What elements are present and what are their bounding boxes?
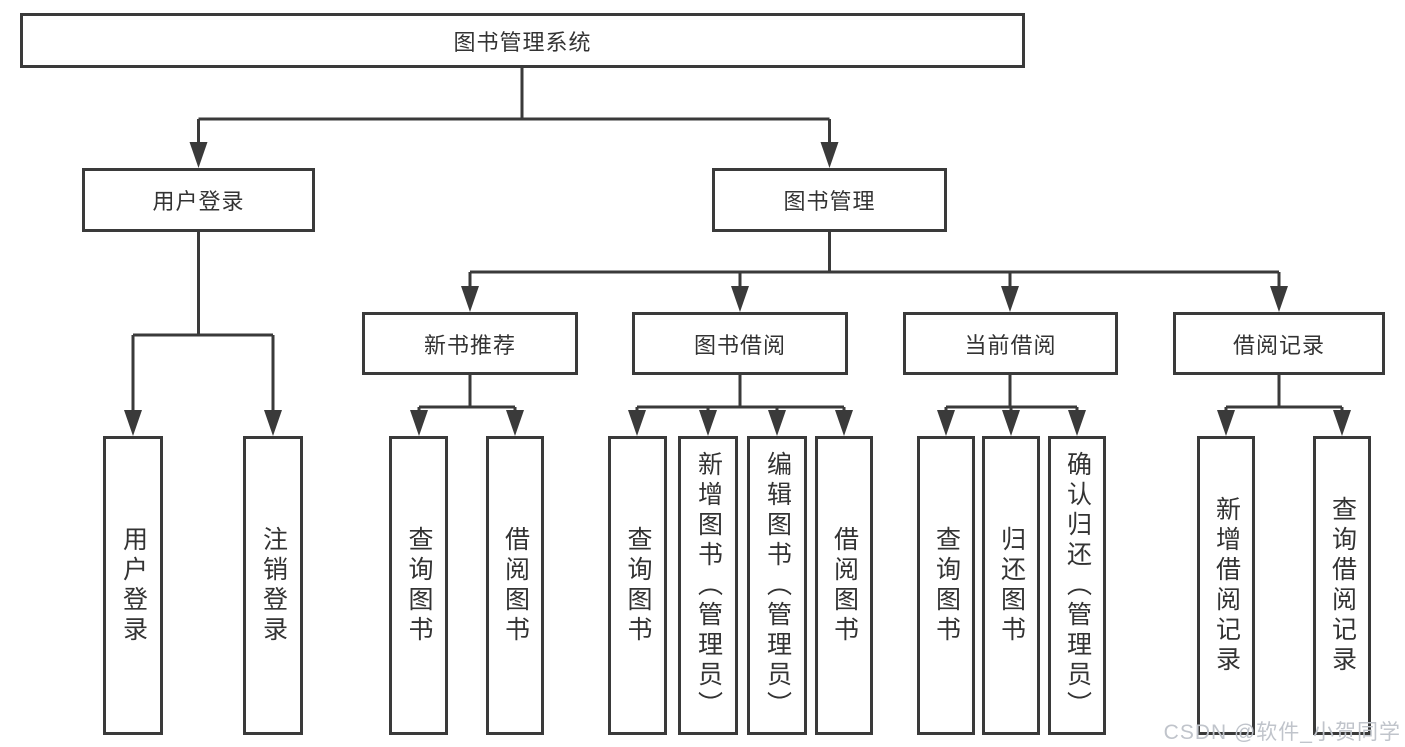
node-label: 查询图书 (624, 525, 652, 646)
arrow-head (189, 142, 208, 168)
edge-book-management-to-level3 (461, 232, 1288, 312)
arrow-head (410, 410, 428, 436)
arrow-head (264, 410, 282, 436)
node-leaf-borrowing-borrow-books: 借阅图书 (815, 436, 873, 735)
node-root-library-management-system: 图书管理系统 (20, 13, 1025, 68)
edge-book-borrowing-to-leaves (628, 375, 853, 436)
arrow-head (835, 410, 853, 436)
arrow-head (1002, 410, 1020, 436)
node-label: 查询图书 (405, 525, 433, 646)
edge-root-to-level2 (189, 68, 839, 168)
node-label: 归还图书 (997, 525, 1026, 646)
node-label: 查询图书 (932, 525, 961, 646)
arrow-head (1217, 410, 1235, 436)
node-leaf-recommend-borrow-books: 借阅图书 (486, 436, 544, 735)
node-leaf-current-confirm-return: 确认归还（管理员） (1048, 436, 1106, 735)
arrow-head (1068, 410, 1086, 436)
arrow-head (506, 410, 524, 436)
node-label: 借阅记录 (1232, 332, 1325, 358)
node-label: 借阅图书 (830, 525, 859, 646)
node-leaf-user-login: 用户登录 (103, 436, 163, 735)
edge-current-borrowing-to-leaves (937, 375, 1086, 436)
arrow-head (768, 410, 786, 436)
arrow-head (937, 410, 955, 436)
node-label: 图书管理系统 (453, 29, 592, 55)
arrow-head (820, 142, 839, 168)
node-book-borrowing: 图书借阅 (632, 312, 848, 375)
arrow-head (1001, 286, 1019, 312)
node-label: 新增图书（管理员） (694, 450, 723, 721)
node-label: 编辑图书（管理员） (763, 450, 792, 721)
node-new-book-recommend: 新书推荐 (362, 312, 578, 375)
node-current-borrowing: 当前借阅 (903, 312, 1118, 375)
node-leaf-records-query-record: 查询借阅记录 (1313, 436, 1371, 735)
edge-new-book-recommend-to-leaves (410, 375, 524, 436)
node-label: 当前借阅 (964, 332, 1057, 358)
node-leaf-logout: 注销登录 (243, 436, 303, 735)
node-leaf-borrowing-query-books: 查询图书 (608, 436, 667, 735)
arrow-head (699, 410, 717, 436)
node-label: 新增借阅记录 (1212, 495, 1241, 676)
edge-user-login-to-leaves (124, 232, 282, 436)
arrow-head (731, 286, 749, 312)
node-leaf-records-add-record: 新增借阅记录 (1197, 436, 1255, 735)
node-leaf-current-query-books: 查询图书 (917, 436, 975, 735)
node-label: 注销登录 (259, 525, 288, 646)
node-leaf-borrowing-add-books: 新增图书（管理员） (678, 436, 738, 735)
edge-borrowing-records-to-leaves (1217, 375, 1351, 436)
node-leaf-current-return-books: 归还图书 (982, 436, 1040, 735)
node-label: 图书管理 (783, 189, 876, 214)
node-label: 确认归还（管理员） (1063, 450, 1092, 721)
arrow-head (124, 410, 142, 436)
node-borrowing-records: 借阅记录 (1173, 312, 1385, 375)
arrow-head (461, 286, 479, 312)
node-label: 用户登录 (119, 525, 148, 646)
node-leaf-borrowing-edit-books: 编辑图书（管理员） (747, 436, 807, 735)
node-book-management: 图书管理 (712, 168, 947, 232)
node-user-login-branch: 用户登录 (82, 168, 315, 232)
csdn-watermark: CSDN @软件_小贺同学 (1163, 721, 1401, 744)
node-label: 图书借阅 (693, 332, 786, 358)
arrow-head (1270, 286, 1288, 312)
node-label: 用户登录 (152, 189, 245, 214)
arrow-head (628, 410, 646, 436)
node-label: 新书推荐 (423, 332, 516, 358)
node-label: 借阅图书 (501, 525, 530, 646)
node-label: 查询借阅记录 (1328, 495, 1357, 676)
node-leaf-recommend-query-books: 查询图书 (389, 436, 448, 735)
arrow-head (1333, 410, 1351, 436)
